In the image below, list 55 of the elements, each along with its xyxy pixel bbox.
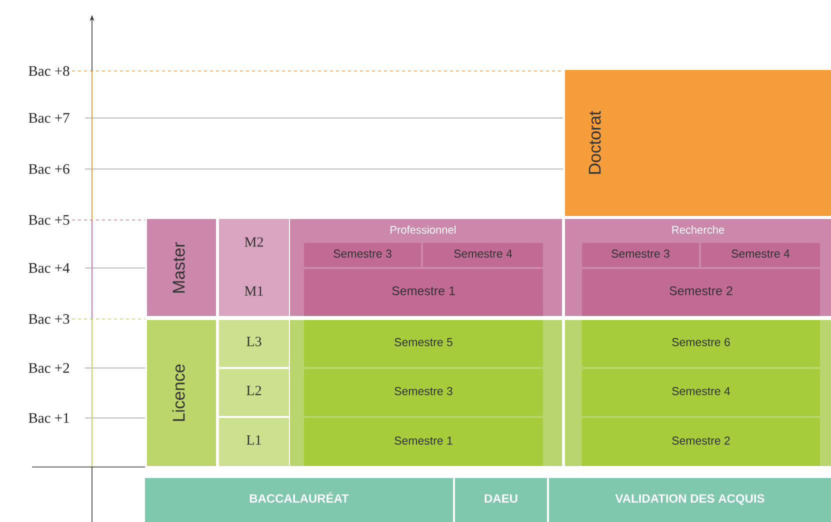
semester-label: Semestre 4 [454, 250, 512, 258]
level-label: Bac +2 [28, 363, 69, 373]
doctorate-box [565, 70, 831, 216]
rotated-label: Licence [172, 364, 185, 421]
level-label: Bac +4 [28, 263, 70, 273]
semester-cell [304, 269, 543, 316]
access-box [455, 478, 547, 522]
access-box [549, 478, 831, 522]
semester-label: Semestre 2 [670, 286, 732, 296]
access-label: VALIDATION DES ACQUIS [615, 494, 764, 505]
licence-box [147, 320, 216, 466]
master-box [147, 219, 216, 316]
semester-label: Semestre 4 [732, 250, 790, 258]
rotated-label: Doctorat [588, 111, 601, 174]
semester-cell [582, 320, 820, 367]
semester-cell [423, 243, 543, 267]
year-label: L3 [246, 336, 262, 346]
semester-cell [304, 418, 543, 466]
semester-label: Semestre 3 [334, 250, 392, 258]
semester-label: Semestre 6 [672, 338, 730, 346]
semester-label: Semestre 2 [672, 436, 730, 445]
semester-label: Semestre 4 [672, 387, 730, 396]
semester-label: Semestre 3 [612, 250, 670, 258]
semester-cell [582, 243, 699, 267]
semester-cell [304, 243, 421, 267]
band-heading: Recherche [672, 226, 724, 234]
semester-cell [582, 369, 820, 416]
semester-label: Semestre 3 [394, 387, 452, 396]
rotated-label: Master [172, 242, 185, 293]
access-label: BACCALAURÉAT [250, 492, 349, 503]
level-label: Bac +5 [28, 215, 70, 225]
year-label: L2 [246, 386, 261, 396]
semester-cell [304, 320, 543, 367]
year-cell [219, 369, 289, 416]
semester-label: Semestre 1 [394, 436, 452, 445]
access-box [145, 478, 453, 522]
level-label: Bac +3 [28, 314, 70, 324]
year-cell [219, 418, 289, 466]
semester-cell [582, 418, 820, 466]
year-label: M1 [244, 286, 263, 296]
semester-cell [701, 243, 820, 267]
access-label: DAEU [484, 494, 518, 503]
level-label: Bac +7 [28, 113, 70, 123]
semester-label: Semestre 5 [394, 338, 452, 346]
band-heading: Professionnel [390, 226, 456, 234]
year-cell [219, 320, 289, 367]
semester-label: Semestre 1 [392, 286, 455, 296]
level-label: Bac +1 [28, 413, 69, 423]
year-column [219, 219, 289, 316]
year-label: L1 [246, 435, 261, 445]
semester-cell [304, 369, 543, 416]
year-label: M2 [244, 237, 263, 247]
level-label: Bac +6 [28, 164, 70, 174]
semester-cell [582, 269, 820, 316]
level-label: Bac +8 [28, 66, 70, 76]
